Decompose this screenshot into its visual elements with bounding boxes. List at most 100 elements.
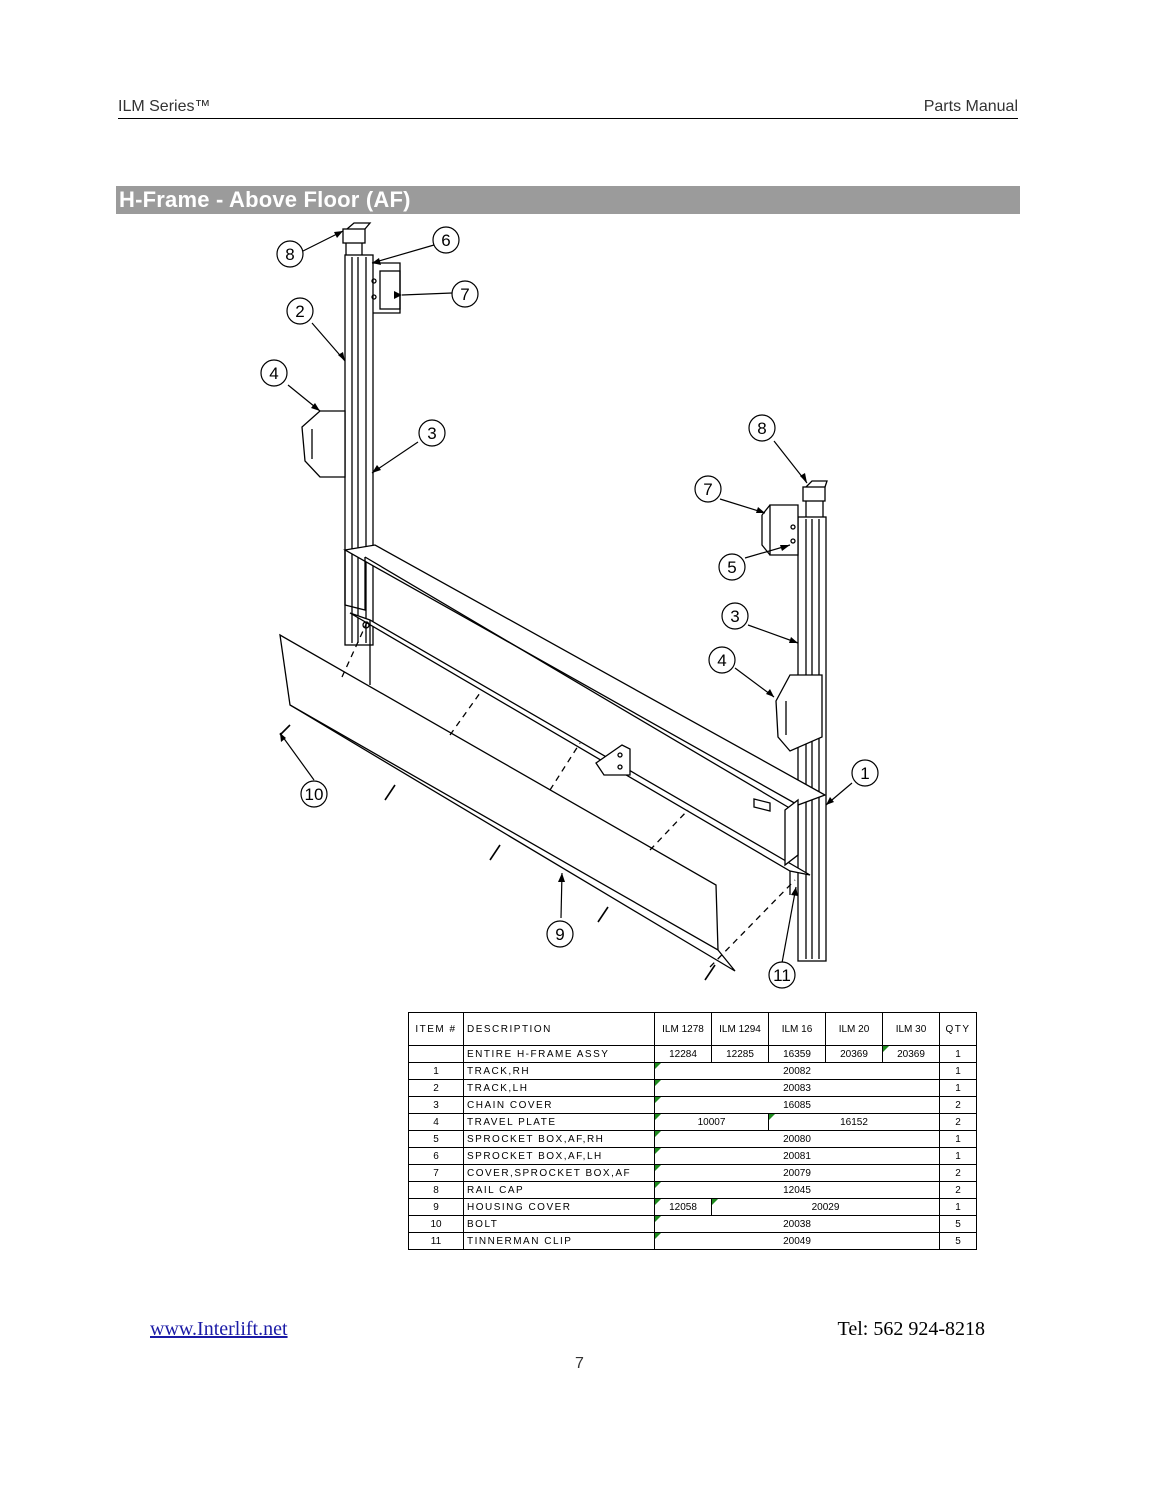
description-cell: TRAVEL PLATE <box>463 1113 655 1131</box>
section-title-bar: H-Frame - Above Floor (AF) <box>116 186 1020 214</box>
item-cell: 5 <box>408 1130 464 1148</box>
qty-cell: 5 <box>939 1232 977 1250</box>
qty-cell: 2 <box>939 1096 977 1114</box>
h-frame-exploded-drawing: 8 6 7 2 4 3 8 7 5 3 4 1 10 9 11 <box>260 222 879 989</box>
qty-cell: 2 <box>939 1113 977 1131</box>
part-number-cell: 20081 <box>654 1147 940 1165</box>
manual-title: Parts Manual <box>923 98 1018 115</box>
right-sprocket-box <box>761 504 799 556</box>
col-ilm-20: ILM 20 <box>825 1012 883 1046</box>
description-cell: RAIL CAP <box>463 1181 655 1199</box>
item-cell: 6 <box>408 1147 464 1165</box>
page-header: ILM Series™ Parts Manual <box>118 96 1018 119</box>
table-row: 9 HOUSING COVER 12058 20029 1 <box>408 1198 977 1216</box>
callout-9: 9 <box>555 925 564 944</box>
table-row: 1 TRACK,RH 20082 1 <box>408 1062 977 1080</box>
housing-cover-panel <box>279 633 719 952</box>
part-number-cell: 20079 <box>654 1164 940 1182</box>
callout-2: 2 <box>295 302 304 321</box>
table-row: 11 TINNERMAN CLIP 20049 5 <box>408 1232 977 1250</box>
description-cell: TRACK,LH <box>463 1079 655 1097</box>
item-cell: 10 <box>408 1215 464 1233</box>
part-number-cell: 20029 <box>711 1198 940 1216</box>
item-cell: 4 <box>408 1113 464 1131</box>
description-cell: TINNERMAN CLIP <box>463 1232 655 1250</box>
item-cell: 7 <box>408 1164 464 1182</box>
qty-cell: 1 <box>939 1079 977 1097</box>
col-ilm-30: ILM 30 <box>882 1012 940 1046</box>
callout-7-right: 7 <box>703 480 712 499</box>
table-row: 7 COVER,SPROCKET BOX,AF 20079 2 <box>408 1164 977 1182</box>
callout-8-left: 8 <box>285 245 294 264</box>
part-number-cell: 12058 <box>654 1198 712 1216</box>
qty-cell: 2 <box>939 1164 977 1182</box>
callout-4-left: 4 <box>269 364 278 383</box>
col-ilm-16: ILM 16 <box>768 1012 826 1046</box>
table-row: 10 BOLT 20038 5 <box>408 1215 977 1233</box>
table-header-row: ITEM # DESCRIPTION ILM 1278 ILM 1294 ILM… <box>408 1012 977 1046</box>
callout-8-right: 8 <box>757 419 766 438</box>
right-travel-plate <box>775 674 823 752</box>
callout-5: 5 <box>727 558 736 577</box>
description-cell: TRACK,RH <box>463 1062 655 1080</box>
table-row: 3 CHAIN COVER 16085 2 <box>408 1096 977 1114</box>
part-number-cell: 10007 <box>654 1113 769 1131</box>
col-ilm-1294: ILM 1294 <box>711 1012 769 1046</box>
part-number-cell: 20083 <box>654 1079 940 1097</box>
item-cell: 9 <box>408 1198 464 1216</box>
parts-table: ITEM # DESCRIPTION ILM 1278 ILM 1294 ILM… <box>408 1012 977 1250</box>
col-item: ITEM # <box>408 1012 464 1046</box>
part-number-cell: 20038 <box>654 1215 940 1233</box>
callout-11: 11 <box>773 966 791 985</box>
col-ilm-1278: ILM 1278 <box>654 1012 712 1046</box>
item-cell: 2 <box>408 1079 464 1097</box>
telephone-number: Tel: 562 924-8218 <box>837 1318 985 1340</box>
qty-cell: 1 <box>939 1062 977 1080</box>
qty-cell: 5 <box>939 1215 977 1233</box>
description-cell: SPROCKET BOX,AF,LH <box>463 1147 655 1165</box>
page-number: 7 <box>575 1355 584 1372</box>
table-row: 5 SPROCKET BOX,AF,RH 20080 1 <box>408 1130 977 1148</box>
table-row: 4 TRAVEL PLATE 10007 16152 2 <box>408 1113 977 1131</box>
part-number-cell: 20049 <box>654 1232 940 1250</box>
item-cell: 3 <box>408 1096 464 1114</box>
left-track-post <box>342 222 374 646</box>
description-cell: HOUSING COVER <box>463 1198 655 1216</box>
callout-1: 1 <box>860 764 869 783</box>
table-row: 2 TRACK,LH 20083 1 <box>408 1079 977 1097</box>
callout-4-right: 4 <box>717 651 726 670</box>
left-travel-plate <box>301 410 346 478</box>
callout-3-right: 3 <box>730 607 739 626</box>
part-number-cell: 20369 <box>882 1045 940 1063</box>
item-cell <box>408 1045 464 1063</box>
callout-6: 6 <box>441 231 450 250</box>
qty-cell: 1 <box>939 1130 977 1148</box>
col-qty: QTY <box>939 1012 977 1046</box>
description-cell: CHAIN COVER <box>463 1096 655 1114</box>
description-cell: COVER,SPROCKET BOX,AF <box>463 1164 655 1182</box>
part-number-cell: 12045 <box>654 1181 940 1199</box>
table-row: 6 SPROCKET BOX,AF,LH 20081 1 <box>408 1147 977 1165</box>
section-title: H-Frame - Above Floor (AF) <box>119 187 411 212</box>
table-row: ENTIRE H-FRAME ASSY 12284 12285 16359 20… <box>408 1045 977 1063</box>
item-cell: 1 <box>408 1062 464 1080</box>
part-number-cell: 12284 <box>654 1045 712 1063</box>
website-link[interactable]: www.Interlift.net <box>150 1318 288 1340</box>
part-number-cell: 20080 <box>654 1130 940 1148</box>
part-number-cell: 16152 <box>768 1113 940 1131</box>
qty-cell: 1 <box>939 1045 977 1063</box>
description-cell: SPROCKET BOX,AF,RH <box>463 1130 655 1148</box>
callout-3-left: 3 <box>427 424 436 443</box>
upper-cross-beam <box>343 544 827 806</box>
part-number-cell: 20369 <box>825 1045 883 1063</box>
callout-10: 10 <box>305 785 324 804</box>
table-row: 8 RAIL CAP 12045 2 <box>408 1181 977 1199</box>
part-number-cell: 20082 <box>654 1062 940 1080</box>
qty-cell: 1 <box>939 1198 977 1216</box>
description-cell: ENTIRE H-FRAME ASSY <box>463 1045 655 1063</box>
item-cell: 11 <box>408 1232 464 1250</box>
part-number-cell: 16085 <box>654 1096 940 1114</box>
part-number-cell: 12285 <box>711 1045 769 1063</box>
series-title: ILM Series™ <box>118 98 211 115</box>
description-cell: BOLT <box>463 1215 655 1233</box>
